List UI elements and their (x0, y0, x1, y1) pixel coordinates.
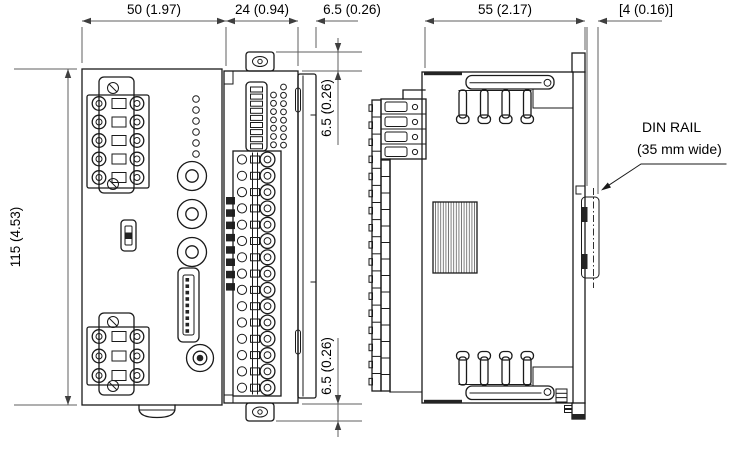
mode-switch (120, 219, 137, 252)
dim-flange-width-label: 6.5 (0.26) (323, 2, 381, 17)
dim-connector-width-label: 24 (0.94) (234, 2, 290, 17)
hatched-label-area (432, 201, 478, 274)
side-back-flange (564, 52, 586, 420)
bottom-foot (138, 404, 176, 419)
round-port (185, 343, 215, 373)
din-rail-profile (581, 188, 600, 288)
dim-side-depth-label: 55 (2.17) (477, 2, 533, 17)
side-upper-terminal-block (380, 98, 427, 160)
front-main-panel (81, 68, 223, 406)
din-clip-bottom (455, 350, 574, 403)
din-rail-label: DIN RAIL (642, 119, 702, 135)
front-side-flange (295, 73, 317, 399)
dimension-lines (14, 17, 662, 437)
side-body (389, 71, 574, 404)
front-view (81, 51, 317, 422)
connector-slot (177, 267, 200, 343)
din-rail-leader (601, 163, 727, 191)
dip-switch-block (245, 81, 268, 152)
front-mounting-tab-bottom (245, 402, 275, 422)
lower-terminal-block (86, 312, 150, 396)
dim-bottom-tab-label: 6.5 (0.26) (319, 337, 334, 395)
din-clip-top (455, 74, 574, 125)
side-view (368, 52, 600, 420)
status-led-column (192, 95, 200, 158)
dim-top-tab-label: 6.5 (0.26) (319, 79, 334, 137)
dim-front-width-label: 50 (1.97) (126, 2, 182, 17)
adjustment-knobs (176, 160, 208, 268)
dim-height-label: 115 (4.53) (8, 206, 23, 268)
dim-rail-offset-label: [4 (0.16)] (618, 2, 674, 17)
io-terminal-strip (232, 150, 282, 397)
upper-terminal-block (86, 76, 150, 194)
front-mounting-tab-top (245, 51, 275, 72)
din-rail-sublabel: (35 mm wide) (637, 141, 722, 157)
io-led-grid (270, 83, 287, 149)
